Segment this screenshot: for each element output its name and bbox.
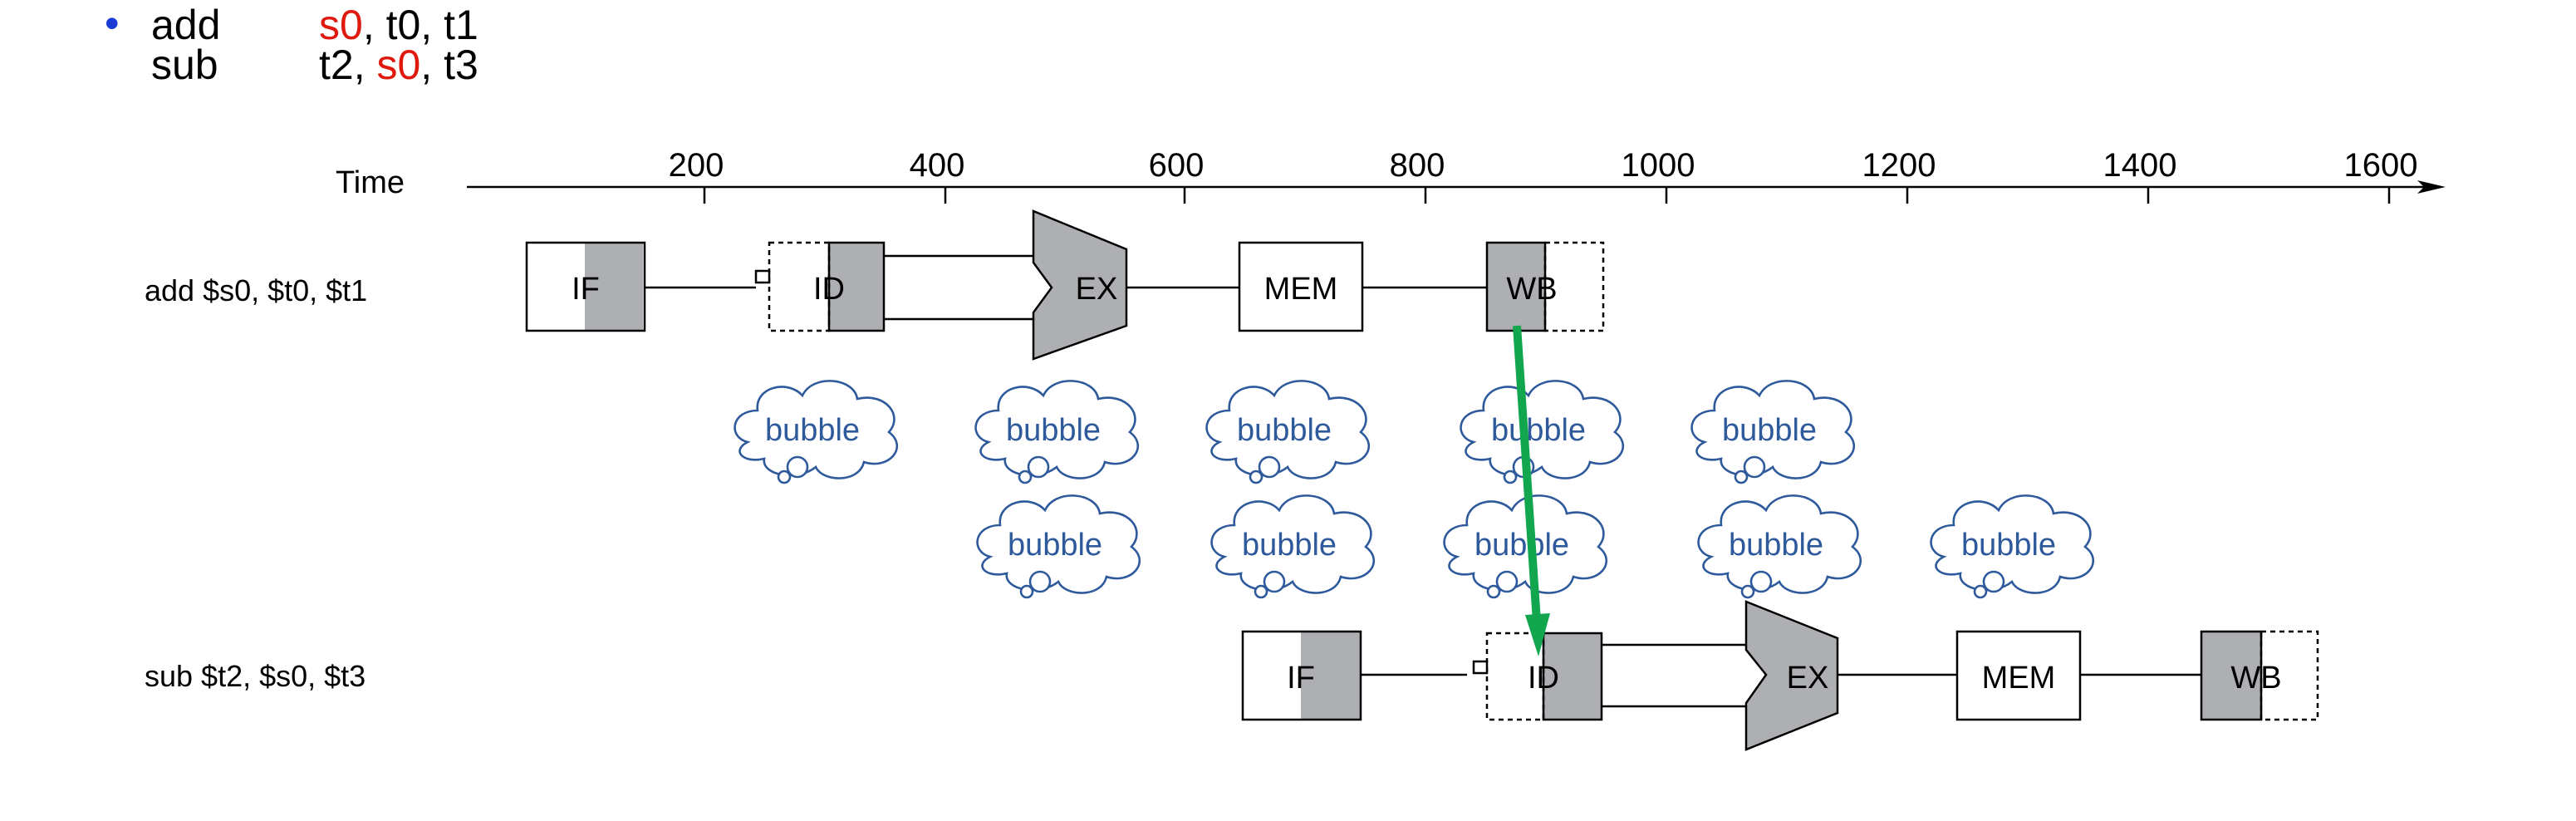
time-tick-label: 1200 (1862, 147, 1936, 184)
time-tick-label: 600 (1149, 147, 1205, 184)
bubble: bubble (734, 380, 899, 484)
bubble: bubble (1697, 494, 1862, 599)
stage-label: MEM (1264, 272, 1338, 307)
time-tick-label: 1400 (2103, 147, 2177, 184)
time-tick-label: 800 (1390, 147, 1445, 184)
bubble: bubble (1205, 380, 1371, 484)
bubble-label: bubble (765, 413, 860, 448)
bubble: bubble (1690, 380, 1856, 484)
dependency-arrow (1513, 325, 1550, 656)
bubble: bubble (1460, 380, 1625, 484)
stage-id: ID (754, 241, 886, 332)
stage-if: IF (525, 241, 646, 332)
time-tick-label: 1600 (2344, 147, 2418, 184)
bubble-label: bubble (1722, 413, 1817, 448)
stage-mem: MEM (1955, 630, 2082, 721)
time-tick-label: 1000 (1622, 147, 1695, 184)
bubble-label: bubble (1961, 528, 2056, 563)
bubble-label: bubble (1474, 528, 1569, 563)
code-args-first: t2, (319, 42, 377, 88)
bubble: bubble (976, 494, 1141, 599)
bubble-label: bubble (1006, 413, 1101, 448)
bubble: bubble (1443, 494, 1608, 599)
stage-mem: MEM (1238, 241, 1364, 332)
code-args: t2, s0, t3 (319, 42, 478, 88)
bubble: bubble (974, 380, 1140, 484)
stage-label: IF (572, 272, 600, 307)
time-tick-label: 200 (669, 147, 724, 184)
stage-if: IF (1241, 630, 1362, 721)
stage-label: ID (813, 272, 845, 307)
pipeline-sub: IF ID EX MEM WB (1241, 600, 2319, 751)
code-op: add (151, 2, 221, 48)
stage-label: EX (1787, 661, 1829, 696)
time-tick-label: 400 (910, 147, 965, 184)
stage-wb: WB (1485, 241, 1605, 332)
stage-label: WB (2230, 661, 2281, 696)
bubble-label: bubble (1008, 528, 1102, 563)
code-args: s0, t0, t1 (319, 2, 478, 48)
bullet-icon: • (105, 0, 120, 47)
bubble-label: bubble (1491, 413, 1586, 448)
time-axis: Time 200 400 600 800 1000 1200 1400 1600 (336, 147, 2446, 204)
stage-ex: EX (1744, 600, 1839, 751)
time-ticks: 200 400 600 800 1000 1200 1400 1600 (669, 147, 2418, 204)
hazard-register: s0 (376, 42, 421, 88)
time-axis-arrowhead (2417, 180, 2446, 194)
code-args-rest: , t0, t1 (362, 2, 478, 48)
hazard-register: s0 (319, 2, 363, 48)
bubble-label: bubble (1237, 413, 1332, 448)
stage-ex: EX (1032, 209, 1128, 361)
stage-label: WB (1506, 272, 1557, 307)
code-args-rest: , t3 (420, 42, 478, 88)
stage-label: ID (1528, 661, 1559, 696)
stage-id: ID (1472, 632, 1603, 721)
stage-label: EX (1076, 272, 1118, 307)
stage-label: IF (1287, 661, 1315, 696)
bubble-label: bubble (1729, 528, 1823, 563)
stage-label: MEM (1982, 661, 2056, 696)
code-op: sub (151, 42, 218, 88)
time-axis-label: Time (336, 165, 405, 200)
bubble: bubble (1210, 494, 1376, 599)
stage-wb: WB (2200, 630, 2319, 721)
bubble: bubble (1930, 494, 2095, 599)
instruction-label-sub: sub $t2, $s0, $t3 (145, 659, 366, 693)
instruction-label-add: add $s0, $t0, $t1 (145, 273, 367, 307)
bubbles: bubble bubble bubble bubble bubble bubble bubb… (734, 380, 2095, 599)
bubble-label: bubble (1242, 528, 1337, 563)
pipeline-add: IF ID EX MEM WB (525, 209, 1605, 361)
